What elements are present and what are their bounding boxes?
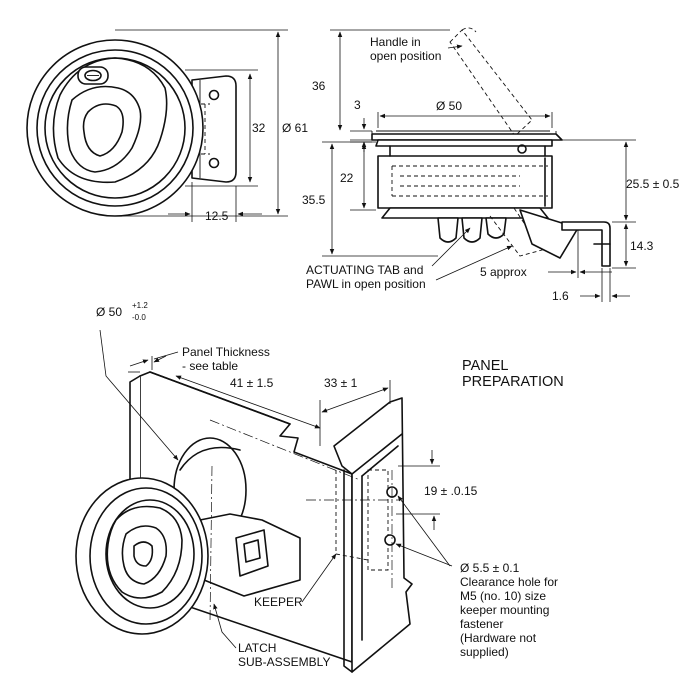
panel-prep-title-1: PANEL bbox=[462, 358, 508, 374]
bracket-hole-top bbox=[208, 89, 220, 101]
dim-5-approx-label: 5 approx bbox=[480, 265, 527, 279]
bracket-hole-bottom bbox=[208, 157, 220, 169]
dim-32-label: 32 bbox=[252, 121, 266, 135]
dim-1-6-label: 1.6 bbox=[552, 289, 569, 303]
dim-41-label: 41 ± 1.5 bbox=[230, 376, 274, 390]
panel-thickness-label-2: - see table bbox=[182, 359, 238, 373]
hole-label-4: keeper mounting bbox=[460, 603, 549, 617]
hole-label-6: (Hardware not bbox=[460, 631, 537, 645]
handle-open-dashed bbox=[449, 29, 533, 137]
flange bbox=[371, 133, 563, 141]
cutout-tol-minus: -0.0 bbox=[132, 313, 146, 322]
hole-label-2: Clearance hole for bbox=[460, 575, 558, 589]
dim-33-label: 33 ± 1 bbox=[324, 376, 358, 390]
tooth-2 bbox=[461, 217, 483, 243]
handle-cup bbox=[52, 57, 168, 184]
dim-14-3-label: 14.3 bbox=[630, 239, 654, 253]
side-view: 36 3 Ø 50 22 35.5 25.5 ± 0.5 14.3 5 appr… bbox=[302, 27, 680, 303]
dim-22-label: 22 bbox=[340, 171, 354, 185]
dim-50-label: Ø 50 bbox=[436, 99, 462, 113]
dim-36-label: 36 bbox=[312, 79, 326, 93]
panel-assembly-view: Panel Thickness - see table 41 ± 1.5 33 … bbox=[75, 301, 564, 673]
cutout-tol-plus: +1.2 bbox=[132, 301, 148, 310]
handle-label-2: open position bbox=[370, 49, 441, 63]
tab-label-2: PAWL in open position bbox=[306, 277, 426, 291]
panel-thickness-label-1: Panel Thickness bbox=[182, 345, 270, 359]
hole-label-1: Ø 5.5 ± 0.1 bbox=[460, 561, 520, 575]
latch-label-1: LATCH bbox=[238, 641, 276, 655]
front-view: 32 Ø 61 12.5 bbox=[26, 29, 308, 223]
tooth-1 bbox=[437, 217, 459, 243]
dim-25-5-label: 25.5 ± 0.5 bbox=[626, 177, 680, 191]
handle-label-1: Handle in bbox=[370, 35, 421, 49]
cutout-diameter-label: Ø 50 bbox=[96, 305, 122, 319]
hole-label-7: supplied) bbox=[460, 645, 509, 659]
hole-label-5: fastener bbox=[460, 617, 503, 631]
latch-cup bbox=[106, 505, 183, 599]
pawl bbox=[519, 209, 579, 259]
keeper-dashed bbox=[367, 469, 389, 571]
mount-hole-bottom bbox=[384, 534, 396, 546]
keeper-label: KEEPER bbox=[254, 595, 303, 609]
handle-recess bbox=[82, 103, 124, 157]
dim-35-5-label: 35.5 bbox=[302, 193, 326, 207]
dim-12-5-label: 12.5 bbox=[205, 209, 229, 223]
housing-body bbox=[377, 155, 553, 209]
dim-19-label: 19 ± .0.15 bbox=[424, 484, 478, 498]
latch-label-2: SUB-ASSEMBLY bbox=[238, 655, 330, 669]
handle-grip bbox=[66, 85, 142, 173]
tooth-3 bbox=[485, 217, 507, 239]
keeper-panel bbox=[333, 397, 413, 673]
dim-61-label: Ø 61 bbox=[282, 121, 308, 135]
latch-flange-inner bbox=[105, 499, 195, 609]
pivot-pin bbox=[517, 144, 527, 154]
hole-label-3: M5 (no. 10) size bbox=[460, 589, 546, 603]
dim-3-label: 3 bbox=[354, 98, 361, 112]
keeper-hook bbox=[561, 221, 611, 267]
bracket-outline bbox=[191, 75, 237, 183]
panel-prep-title-2: PREPARATION bbox=[462, 374, 564, 390]
tab-label-1: ACTUATING TAB and bbox=[306, 263, 423, 277]
